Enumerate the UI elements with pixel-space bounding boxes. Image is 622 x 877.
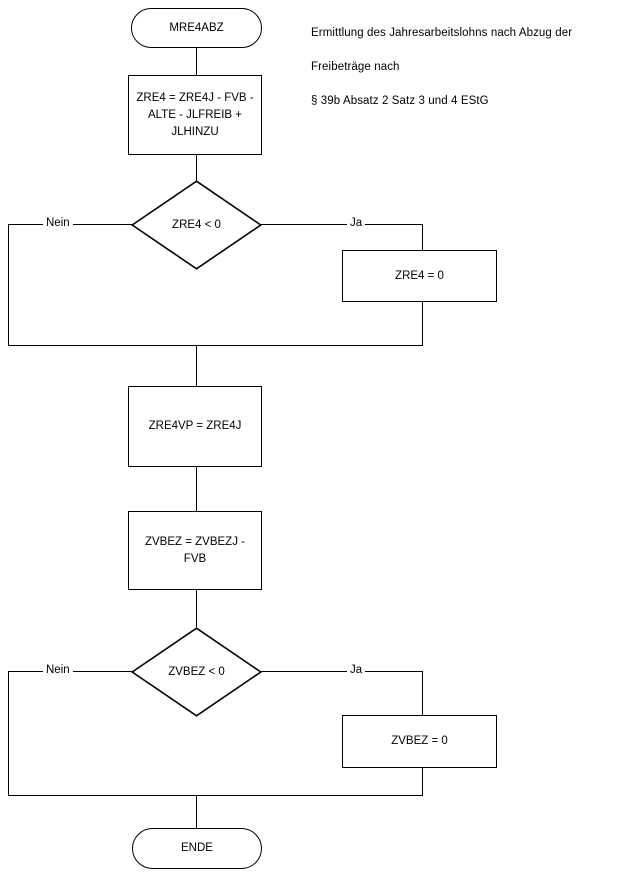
edge-merge-to-zre4vp: [196, 345, 197, 386]
node-start-terminal[interactable]: MRE4ABZ: [131, 8, 262, 48]
edge-label-decision2-no: Nein: [43, 664, 73, 676]
node-set-zvbez-zero[interactable]: ZVBEZ = 0: [342, 715, 497, 768]
edge-label-decision1-yes: Ja: [347, 217, 366, 229]
node-set-zvbez-zero-label: ZVBEZ = 0: [391, 735, 448, 747]
edge-start-to-calc: [196, 47, 197, 75]
annotation-line-3: § 39b Absatz 2 Satz 3 und 4 EStG: [311, 95, 489, 107]
node-set-zre4-zero-label: ZRE4 = 0: [395, 269, 444, 282]
node-calc-zre4-line-3: JLHINZU: [171, 125, 219, 138]
node-calc-zre4-line-2: ALTE - JLFREIB +: [147, 108, 243, 121]
node-end-label: ENDE: [181, 842, 213, 854]
edge-decision1-yes-horizontal: [261, 224, 423, 225]
node-decision-zre4[interactable]: ZRE4 < 0: [131, 180, 262, 270]
edge-decision2-merge-horizontal: [8, 795, 423, 796]
node-zvbez-calc-line-1: ZVBEZ = ZVBEZJ -: [144, 535, 245, 548]
diagram-annotation: Ermittlung des Jahresarbeitslohns nach A…: [311, 8, 611, 127]
edge-decision1-yes-vertical: [422, 224, 423, 251]
node-zvbez-calc-line-2: FVB: [183, 552, 207, 565]
node-start-label: MRE4ABZ: [169, 21, 224, 34]
edge-zre4vp-to-zvbez: [196, 467, 197, 511]
edge-setzvbez-to-merge: [422, 768, 423, 796]
annotation-line-1: Ermittlung des Jahresarbeitslohns nach A…: [311, 27, 573, 39]
node-calc-zre4-line-1: ZRE4 = ZRE4J - FVB -: [136, 91, 254, 104]
edge-decision1-merge-horizontal: [8, 345, 423, 346]
node-set-zre4-zero[interactable]: ZRE4 = 0: [342, 250, 497, 302]
node-calc-zre4[interactable]: ZRE4 = ZRE4J - FVB - ALTE - JLFREIB + JL…: [128, 75, 262, 155]
edge-decision2-yes-horizontal: [261, 671, 423, 672]
edge-decision2-yes-vertical: [422, 671, 423, 716]
edge-merge-to-end: [196, 795, 197, 829]
edge-zvbez-to-decision2: [196, 590, 197, 627]
node-decision-zvbez[interactable]: ZVBEZ < 0: [131, 627, 262, 717]
edge-calc-to-decision1: [196, 155, 197, 181]
node-zre4vp-label: ZRE4VP = ZRE4J: [148, 420, 242, 432]
edge-decision1-no-vertical: [8, 224, 9, 346]
edge-label-decision1-no: Nein: [43, 217, 73, 229]
node-end-terminal[interactable]: ENDE: [132, 828, 262, 869]
edge-label-decision2-yes: Ja: [347, 664, 366, 676]
node-zvbez-calc[interactable]: ZVBEZ = ZVBEZJ - FVB: [128, 511, 262, 590]
edge-decision2-no-vertical: [8, 671, 9, 795]
decision-diamond-shape: [131, 180, 262, 270]
node-zre4vp[interactable]: ZRE4VP = ZRE4J: [128, 386, 262, 467]
annotation-line-2: Freibeträge nach: [311, 61, 400, 73]
decision-diamond-shape: [131, 627, 262, 717]
edge-setzre4-to-merge: [422, 302, 423, 346]
